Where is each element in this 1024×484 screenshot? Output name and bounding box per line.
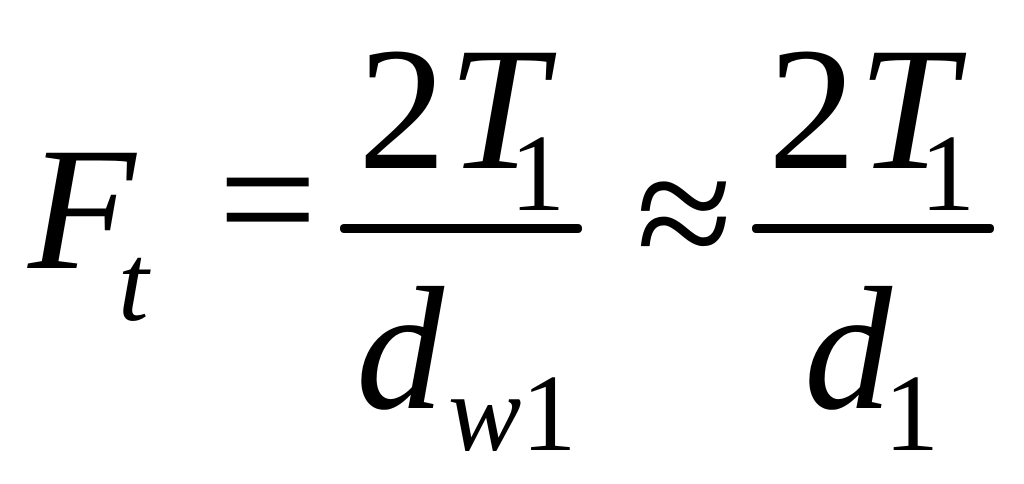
fraction2-bar (752, 224, 994, 233)
fraction2-numerator-coef: 2 (768, 12, 856, 207)
fraction2-denominator-diameter: d (804, 252, 892, 447)
fraction1-bar (340, 224, 582, 233)
fraction1-denominator-subscript-w: w (448, 352, 522, 474)
fraction2-numerator-torque: T (858, 12, 956, 207)
fraction1-numerator-torque: T (448, 12, 546, 207)
fraction1-denominator-diameter: d (356, 252, 444, 447)
fraction1-denominator-subscript-1: 1 (521, 352, 577, 474)
fraction1-numerator-subscript: 1 (510, 112, 565, 234)
approx-sign: ≈ (636, 116, 733, 311)
force-symbol: F (28, 112, 136, 307)
equals-sign: = (218, 102, 318, 297)
force-subscript: t (118, 222, 149, 344)
fraction1-numerator-coef: 2 (358, 12, 446, 207)
fraction1-denominator-subscript: w1 (448, 358, 576, 468)
fraction2-denominator-subscript: 1 (884, 352, 939, 474)
fraction2-numerator-subscript: 1 (920, 112, 975, 234)
